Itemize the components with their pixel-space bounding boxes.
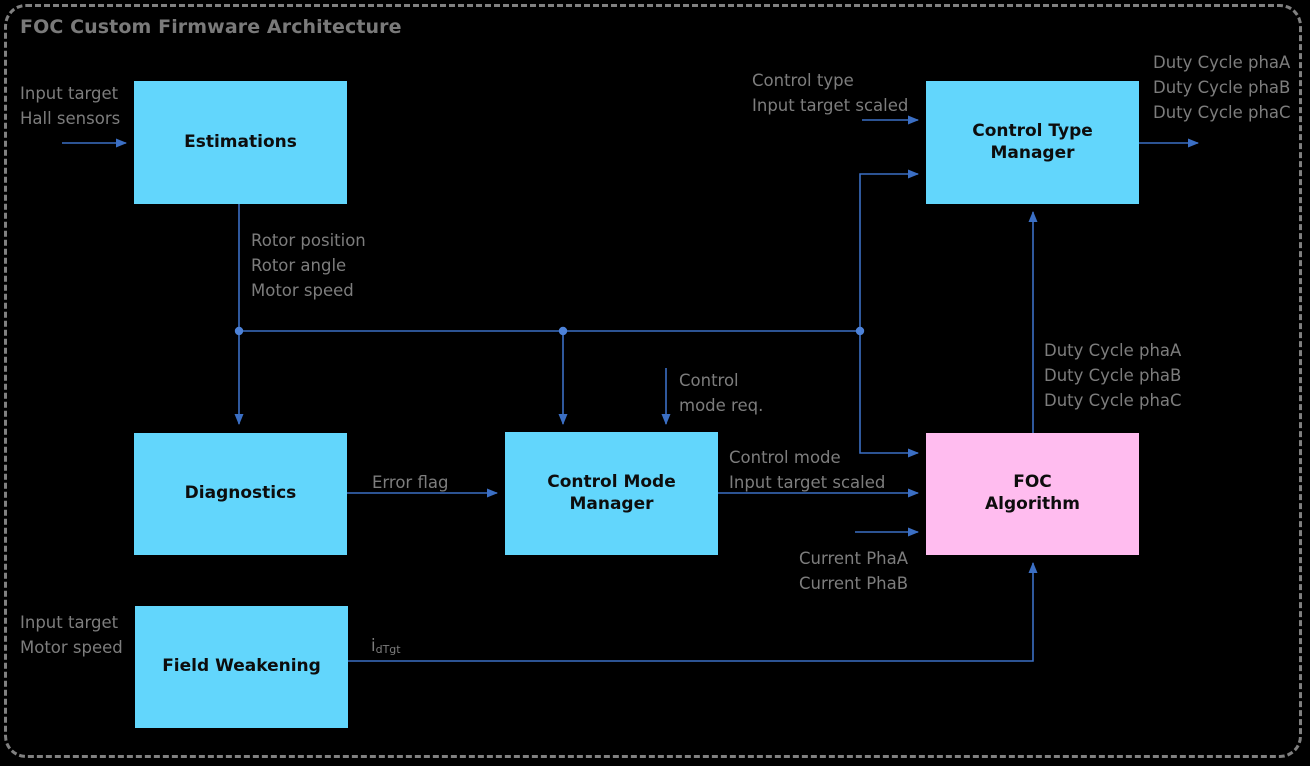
junction-dot-right-branch — [855, 326, 865, 336]
node-estimations-label: Estimations — [184, 131, 297, 152]
label-field-weakening-input: Input target Motor speed — [20, 613, 123, 658]
label-error-flag: Error flag — [372, 473, 449, 492]
label-control-mode-bus: Control mode Input target scaled — [729, 448, 886, 493]
node-control-mode-manager[interactable]: Control Mode Manager — [505, 432, 718, 555]
bus-junction-dots — [234, 326, 865, 336]
wire-bus-to-control-type-manager — [859, 169, 919, 331]
node-foc-algorithm[interactable]: FOC Algorithm — [926, 433, 1139, 555]
label-control-type-input: Control type Input target scaled — [752, 71, 909, 116]
node-field-weakening-label: Field Weakening — [162, 656, 321, 677]
label-duty-cycle-feedback: Duty Cycle phaA Duty Cycle phaB Duty Cyc… — [1044, 341, 1182, 411]
wire-id-target-to-foc — [348, 562, 1038, 662]
label-id-target-base: i — [371, 636, 376, 655]
page-title: FOC Custom Firmware Architecture — [20, 16, 402, 38]
label-current-phases: Current PhaA Current PhaB — [799, 549, 909, 594]
node-estimations[interactable]: Estimations — [134, 81, 347, 204]
node-diagnostics[interactable]: Diagnostics — [134, 433, 347, 555]
node-field-weakening[interactable]: Field Weakening — [135, 606, 348, 728]
label-control-mode-req: Control mode req. — [679, 371, 764, 416]
label-id-target-subscript: dTgt — [375, 643, 401, 656]
node-control-mode-manager-label: Control Mode Manager — [547, 471, 676, 514]
junction-dot-control-mode — [558, 326, 568, 336]
label-estimations-input: Input target Hall sensors — [20, 84, 121, 129]
node-diagnostics-label: Diagnostics — [184, 483, 297, 504]
wire-bus-to-foc-algorithm — [859, 331, 919, 458]
label-control-type-output: Duty Cycle phaA Duty Cycle phaB Duty Cyc… — [1153, 53, 1291, 123]
label-estimations-output: Rotor position Rotor angle Motor speed — [251, 231, 366, 301]
label-id-target: idTgt — [371, 633, 401, 659]
junction-dot-estimations — [234, 326, 244, 336]
node-foc-algorithm-label: FOC Algorithm — [985, 472, 1080, 514]
node-control-type-manager[interactable]: Control Type Manager — [926, 81, 1139, 204]
node-control-type-manager-label: Control Type Manager — [972, 120, 1093, 163]
